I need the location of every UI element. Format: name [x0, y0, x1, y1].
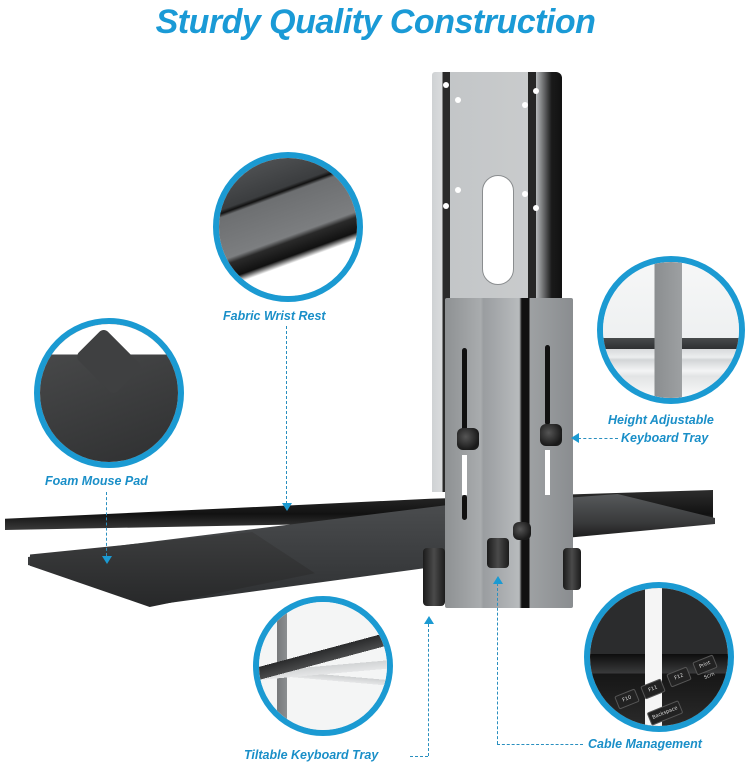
height-adjust-closeup-icon — [597, 256, 745, 404]
adjust-slot — [462, 348, 467, 433]
cable-leader-line-v — [497, 583, 498, 744]
adjust-slot — [545, 345, 550, 425]
mouse-pad-leader-line — [106, 492, 107, 556]
mount-hole-dot — [522, 102, 528, 108]
mount-hole-dot — [455, 97, 461, 103]
adjust-slot — [462, 495, 467, 520]
arrow-up-icon — [493, 576, 503, 584]
wrist-rest-label: Fabric Wrist Rest — [223, 309, 326, 323]
tilt-hinge-left — [423, 548, 445, 606]
mouse-pad-closeup-icon — [34, 318, 184, 468]
arrow-down-icon — [102, 556, 112, 564]
mount-hole-dot — [522, 191, 528, 197]
cable-leader-line-h — [497, 744, 583, 745]
tilt-hinge-right — [563, 548, 581, 590]
adjust-slot-open — [545, 450, 550, 495]
adjust-slot-open — [462, 455, 467, 495]
tilt-leader-line-v — [428, 624, 429, 756]
cable-spring — [487, 538, 509, 568]
mount-hole-dot — [443, 82, 449, 88]
wrist-rest-leader-line — [286, 326, 287, 504]
tilt-closeup-icon — [253, 596, 393, 736]
height-slider-bracket — [445, 298, 573, 608]
page-title: Sturdy Quality Construction — [155, 3, 596, 41]
mouse-pad-label: Foam Mouse Pad — [45, 474, 148, 488]
cable-management-closeup-icon: F10 F11 F12 Print Scrn Backspace — [584, 582, 734, 732]
height-adjust-leader-line — [578, 438, 618, 439]
mount-cutout — [482, 175, 514, 285]
mount-hole-dot — [533, 205, 539, 211]
arrow-up-icon — [424, 616, 434, 624]
height-adjust-label-line1: Height Adjustable — [608, 413, 714, 427]
arrow-down-icon — [282, 503, 292, 511]
tilt-leader-line-h — [410, 756, 428, 757]
height-knob-right[interactable] — [540, 424, 562, 446]
mount-hole-dot — [443, 203, 449, 209]
cable-label: Cable Management — [588, 737, 702, 751]
wrist-rest-closeup-icon — [213, 152, 363, 302]
mount-hole-dot — [533, 88, 539, 94]
arrow-left-icon — [571, 433, 579, 443]
mount-hole-dot — [455, 187, 461, 193]
height-adjust-label-line2: Keyboard Tray — [621, 431, 709, 445]
tilt-knob[interactable] — [513, 522, 531, 540]
height-knob-left[interactable] — [457, 428, 479, 450]
tilt-label: Tiltable Keyboard Tray — [244, 748, 379, 762]
